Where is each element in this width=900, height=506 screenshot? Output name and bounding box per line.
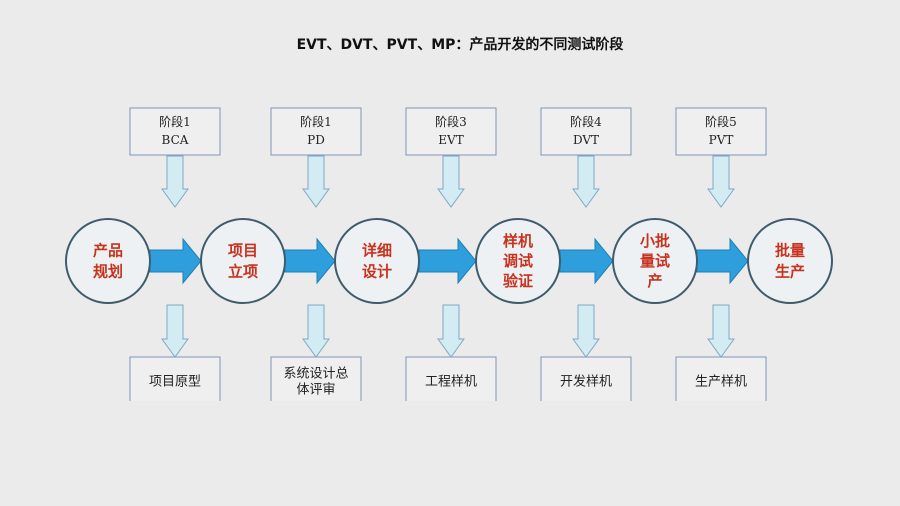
- flow-arrow-icon: [149, 237, 202, 285]
- stage-circle: [200, 218, 286, 304]
- output-box-label: 工程样机: [425, 375, 477, 390]
- page-title: EVT、DVT、PVT、MP：产品开发的不同测试阶段: [296, 37, 624, 53]
- down-arrow-icon: [437, 155, 465, 208]
- background-clip: [0, 401, 900, 506]
- stage-5: [612, 107, 767, 401]
- flow-arrow-icon: [418, 237, 477, 285]
- stage-4: [475, 107, 632, 401]
- stage-2: [200, 107, 362, 401]
- down-arrow-icon: [572, 304, 600, 358]
- stage-6: [747, 218, 833, 304]
- stage-circle-label: 验证: [503, 272, 533, 290]
- stage-circle: [747, 218, 833, 304]
- stage-circle: [475, 218, 561, 304]
- down-arrow-icon: [161, 155, 189, 208]
- phase-box-label: PD: [307, 133, 325, 147]
- phase-box-label: PVT: [709, 133, 734, 147]
- stage-circle-label: 立项: [228, 263, 258, 281]
- flow-arrow-icon: [559, 237, 614, 285]
- output-box-label: 项目原型: [149, 375, 201, 390]
- flow-arrow-icon: [284, 237, 336, 285]
- down-arrow-icon: [161, 304, 189, 358]
- stage-1: [65, 107, 221, 401]
- phase-box-label: BCA: [162, 133, 189, 147]
- down-arrow-icon: [302, 304, 330, 358]
- down-arrow-icon: [707, 155, 735, 208]
- output-box-label: 系统设计总: [283, 367, 348, 382]
- phase-box: [270, 107, 362, 156]
- stage-circle-label: 设计: [362, 263, 392, 281]
- output-box-label: 开发样机: [560, 374, 612, 390]
- phase-box-label: 阶段1: [159, 114, 191, 129]
- stage-circle-label: 生产: [775, 263, 805, 281]
- phase-box: [129, 107, 221, 156]
- stage-circle-label: 批量: [775, 242, 805, 260]
- stage-circle: [65, 218, 151, 304]
- stage-circle-label: 产: [647, 272, 662, 290]
- phase-box-label: DVT: [573, 133, 599, 147]
- stage-circle: [334, 218, 420, 304]
- stage-circle-label: 产品: [93, 242, 123, 260]
- down-arrow-icon: [437, 304, 465, 358]
- phase-box: [540, 107, 632, 156]
- output-box-label: 生产样机: [695, 375, 747, 390]
- phase-box-label: EVT: [438, 133, 463, 147]
- phase-box-label: 阶段5: [705, 114, 737, 129]
- phase-box-label: 阶段1: [300, 114, 332, 129]
- stage-circle-label: 详细: [362, 242, 392, 260]
- stage-circle-label: 规划: [93, 263, 123, 281]
- phase-box-label: 阶段4: [570, 114, 602, 129]
- phase-box-label: 阶段3: [435, 114, 467, 129]
- phase-box: [405, 107, 497, 156]
- flow-arrow-icon: [696, 237, 749, 285]
- stage-circle-label: 项目: [228, 242, 258, 260]
- down-arrow-icon: [302, 155, 330, 208]
- stage-3: [334, 107, 497, 401]
- down-arrow-icon: [572, 155, 600, 208]
- stage-circle-label: 量试: [640, 252, 670, 270]
- output-box-label: 体评审: [296, 383, 335, 398]
- stage-circle-label: 小批: [640, 232, 670, 250]
- down-arrow-icon: [707, 304, 735, 358]
- phase-box: [675, 107, 767, 156]
- stage-circle: [612, 218, 698, 304]
- stage-circle-label: 调试: [503, 252, 533, 270]
- stage-circle-label: 样机: [503, 232, 533, 250]
